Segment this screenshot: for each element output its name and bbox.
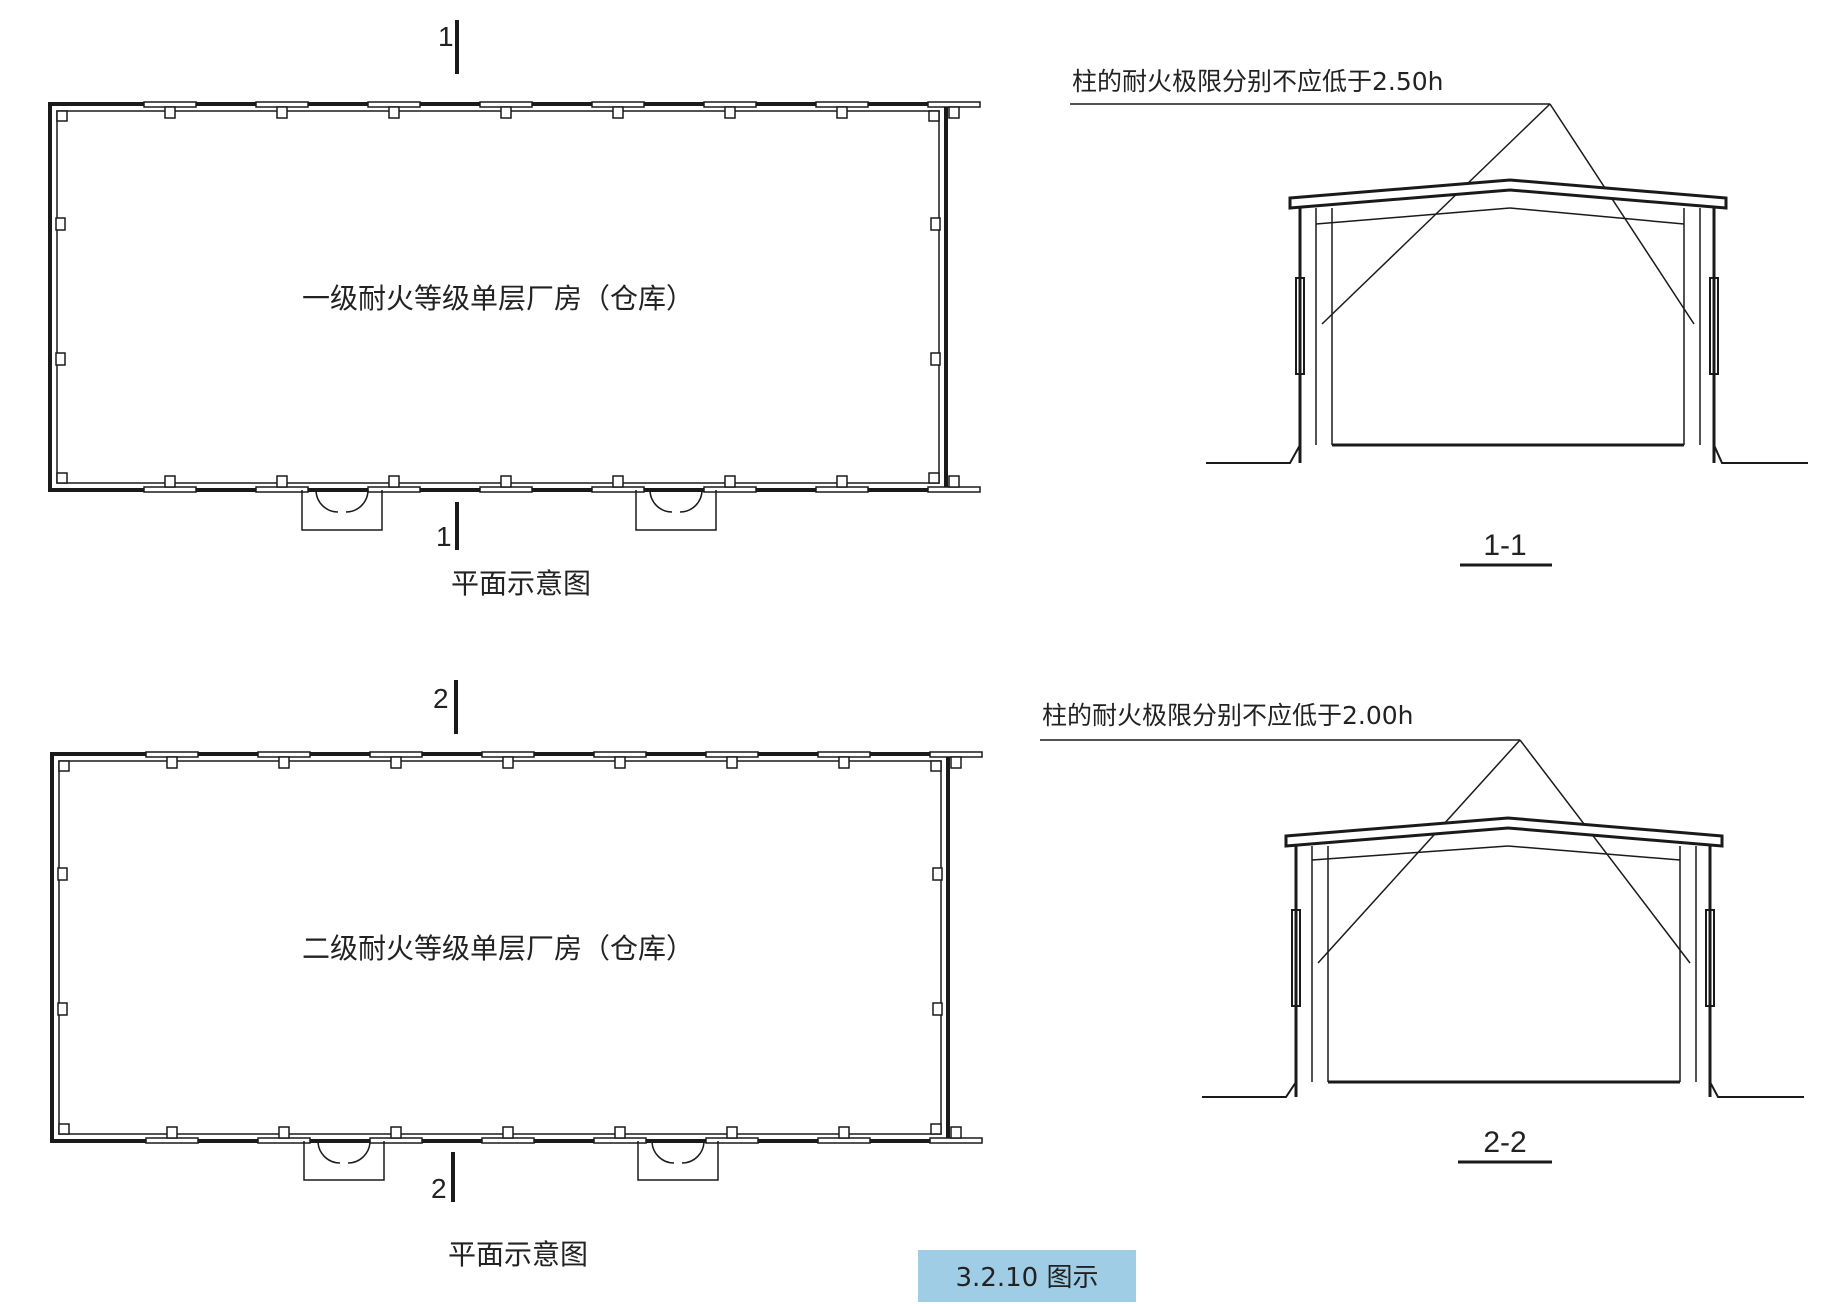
plan-2-columns	[57, 751, 983, 1144]
column-bottom-stub-3	[502, 1126, 514, 1139]
column-top-stub-4	[612, 106, 624, 119]
column-bottom-stub-3	[500, 475, 512, 488]
plan-2-cut-marks: 2 2	[431, 680, 458, 1204]
column-bottom-stub-5	[724, 475, 736, 488]
plan-1: 1 1 一级耐火等级单层厂房（仓库） 平面示意图	[48, 20, 981, 600]
column-bottom-stub-0	[164, 475, 176, 488]
column-top-stub-4	[614, 756, 626, 769]
column-bottom-stub-2	[388, 475, 400, 488]
plan-1-title: 一级耐火等级单层厂房（仓库）	[302, 282, 694, 315]
column-bottom-stub-1	[276, 475, 288, 488]
column-right-1	[930, 352, 941, 366]
plan-1-doors	[301, 489, 717, 531]
section-1-frame	[1206, 178, 1808, 464]
column-bottom-stub-4	[614, 1126, 626, 1139]
column-top-stub-6	[836, 106, 848, 119]
column-top-stub-3	[502, 756, 514, 769]
column-top-stub-0	[164, 106, 176, 119]
column-bottom-stub-6	[836, 475, 848, 488]
plan-2-caption: 平面示意图	[448, 1238, 588, 1271]
column-corner-0	[56, 110, 68, 122]
column-corner-1	[930, 760, 942, 772]
column-corner-3	[930, 1123, 942, 1135]
plan-2: 2 2 二级耐火等级单层厂房（仓库） 平面示意图	[50, 680, 983, 1271]
column-bottom-stub-5	[726, 1126, 738, 1139]
column-right-0	[930, 217, 941, 231]
column-right-1	[932, 1002, 943, 1016]
plan-1-caption: 平面示意图	[451, 567, 591, 600]
section-2-frame	[1202, 816, 1804, 1098]
figure-caption: 3.2.10 图示	[918, 1250, 1136, 1302]
section-1-1: 柱的耐火极限分别不应低于2.50h 1-1	[1070, 67, 1808, 567]
column-corner-2	[58, 1123, 70, 1135]
column-bottom-stub-2	[390, 1126, 402, 1139]
figure-caption-text: 3.2.10 图示	[956, 1263, 1099, 1293]
section-1-note: 柱的耐火极限分别不应低于2.50h	[1072, 67, 1444, 96]
plan-1-cut-mark-top: 1	[438, 21, 454, 52]
section-1-label: 1-1	[1483, 529, 1526, 562]
section-1-leader-right	[1549, 103, 1695, 325]
plan-2-cut-mark-bottom: 2	[431, 1173, 447, 1204]
column-bottom-stub-6	[838, 1126, 850, 1139]
column-left-0	[55, 217, 66, 231]
plan-2-title: 二级耐火等级单层厂房（仓库）	[302, 932, 694, 965]
column-corner-3	[928, 472, 940, 484]
column-bottom-stub-4	[612, 475, 624, 488]
column-bottom-stub-7	[950, 1126, 962, 1139]
column-bottom-stub-0	[166, 1126, 178, 1139]
figure-caption-box	[918, 1250, 1136, 1302]
column-top-stub-2	[390, 756, 402, 769]
column-left-0	[57, 867, 68, 881]
column-corner-1	[928, 110, 940, 122]
column-top-stub-1	[278, 756, 290, 769]
plan-1-cut-marks: 1 1	[436, 20, 459, 552]
column-top-stub-2	[388, 106, 400, 119]
column-top-stub-7	[948, 106, 960, 119]
column-corner-2	[56, 472, 68, 484]
column-right-0	[932, 867, 943, 881]
plan-1-columns	[55, 101, 981, 493]
column-top-stub-5	[724, 106, 736, 119]
section-2-note: 柱的耐火极限分别不应低于2.00h	[1042, 701, 1414, 730]
column-top-stub-3	[500, 106, 512, 119]
column-left-1	[55, 352, 66, 366]
column-top-stub-6	[838, 756, 850, 769]
section-2-2: 柱的耐火极限分别不应低于2.00h 2-2	[1040, 701, 1804, 1164]
column-top-stub-7	[950, 756, 962, 769]
column-corner-0	[58, 760, 70, 772]
section-2-leader-right	[1519, 739, 1691, 964]
plan-2-cut-mark-top: 2	[433, 683, 449, 714]
plan-1-cut-mark-bottom: 1	[436, 521, 452, 552]
column-bottom-stub-1	[278, 1126, 290, 1139]
section-2-label: 2-2	[1483, 1126, 1526, 1159]
column-top-stub-0	[166, 756, 178, 769]
column-top-stub-1	[276, 106, 288, 119]
section-2-leader-left	[1317, 739, 1521, 964]
column-bottom-stub-7	[948, 475, 960, 488]
column-top-stub-5	[726, 756, 738, 769]
column-left-1	[57, 1002, 68, 1016]
plan-2-doors	[303, 1140, 719, 1181]
